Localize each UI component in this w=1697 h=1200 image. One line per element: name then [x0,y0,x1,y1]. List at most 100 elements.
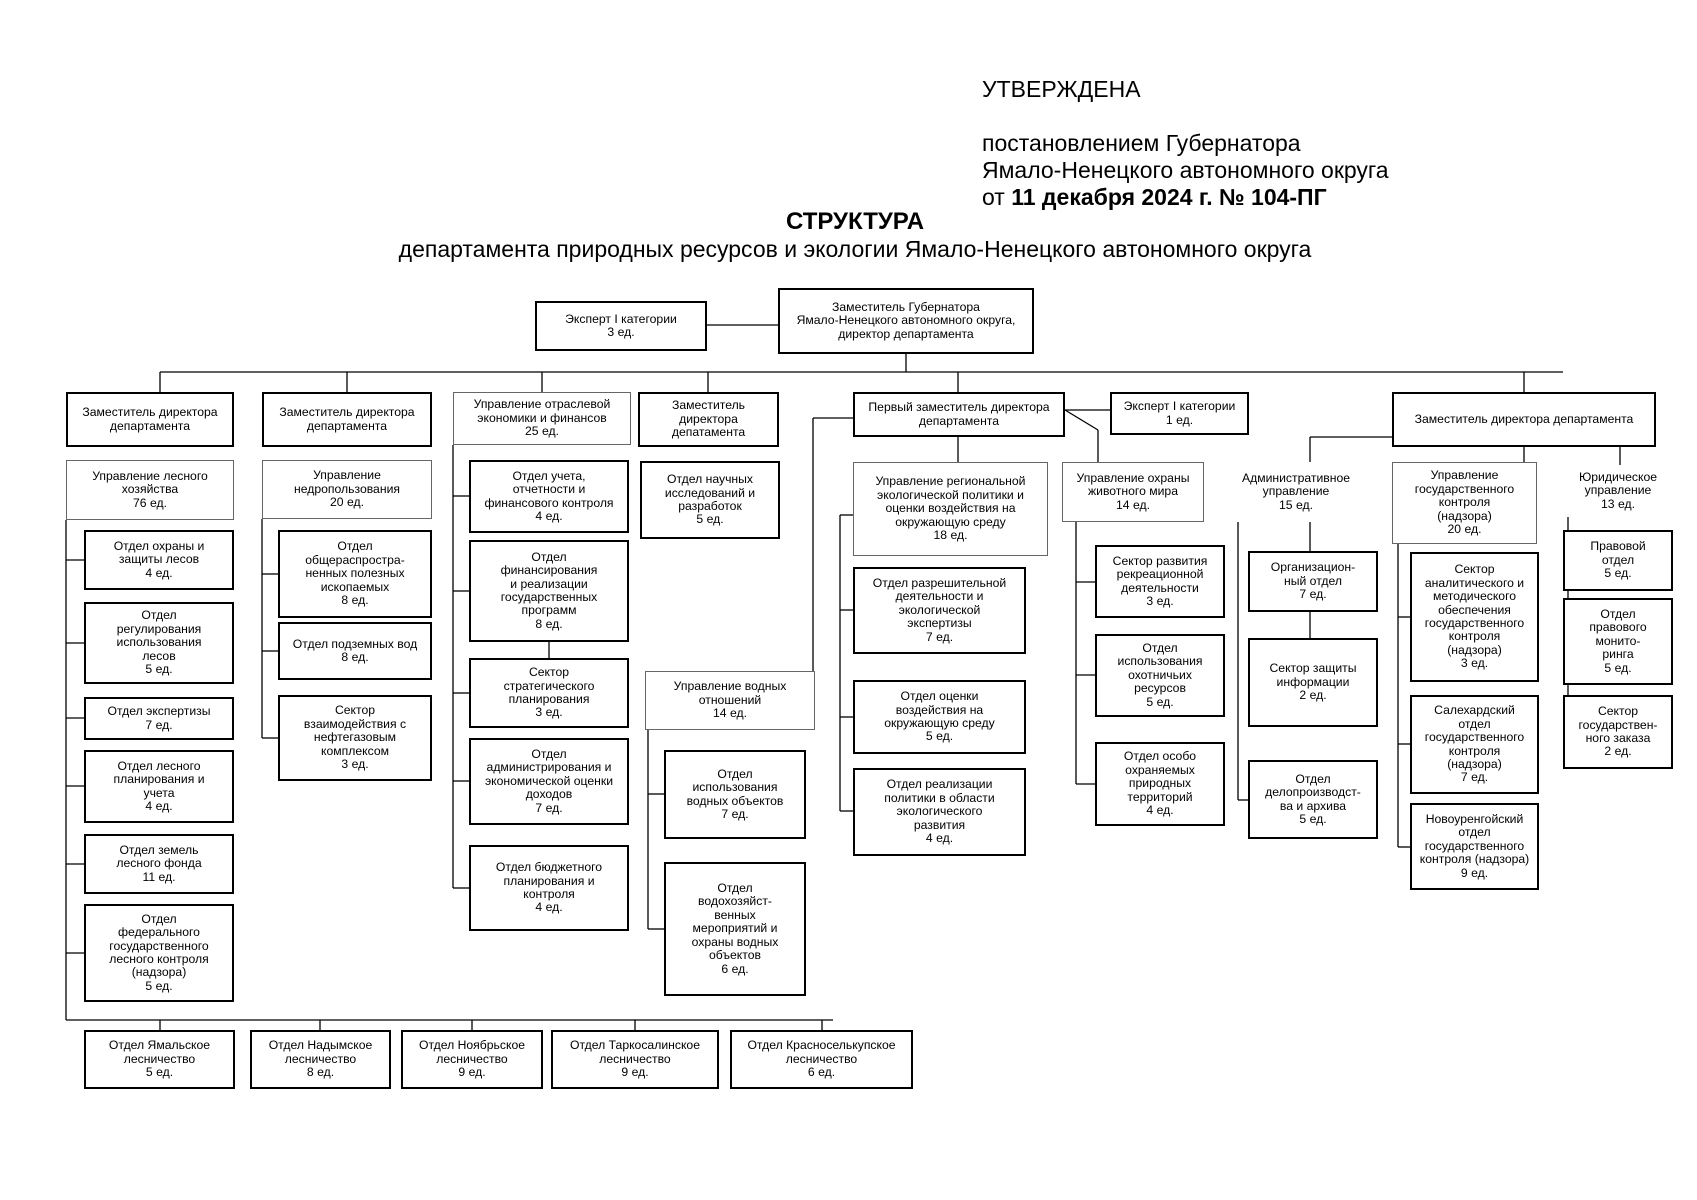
connector-line [1064,409,1099,431]
org-unit-staff-count: 3 ед. [607,325,635,339]
approval-date-prefix: от [982,184,1005,210]
org-unit-name: Сектор стратегического планирования [503,665,595,706]
org-unit-staff-count: 3 ед. [1460,656,1489,671]
approval-line-1: постановлением Губернатора [982,130,1301,156]
org-unit-staff-count: 13 ед. [1601,496,1635,511]
org-unit-staff-count: 2 ед. [1604,744,1632,759]
org-unit-ctrl-mgmt: Управление государственного контроля (на… [1392,462,1537,544]
org-unit-dep1: Заместитель директора департамента [66,392,234,447]
org-unit-name: Отдел финансирования и реализации госуда… [500,549,598,618]
org-unit-staff-count: 9 ед. [621,1065,649,1080]
org-unit-staff-count: 7 ед. [925,629,954,644]
org-unit-name: Заместитель Губернатора Ямало-Ненецкого … [796,299,1016,341]
org-unit-name: Отдел Ноябрьское лесничество [418,1038,526,1066]
org-unit-f6: Отдел федерального государственного лесн… [84,904,234,1002]
org-unit-staff-count: 4 ед. [925,831,954,846]
org-unit-e1: Отдел учета, отчетности и финансового ко… [469,460,629,533]
org-unit-staff-count: 3 ед. [341,757,369,772]
org-unit-name: Юридическое управление [1578,469,1658,498]
org-unit-c3: Новоуренгойский отдел государственного к… [1410,803,1539,890]
org-unit-staff-count: 14 ед. [1116,497,1150,512]
org-unit-name: Сектор аналитического и методического об… [1424,562,1525,657]
org-unit-name: Отдел Надымское лесничество [268,1038,373,1066]
org-unit-e2: Отдел финансирования и реализации госуда… [469,540,629,642]
org-unit-w2: Отдел водохозяйст- венных мероприятий и … [664,862,806,996]
org-unit-name: Сектор развития рекреационной деятельнос… [1112,553,1208,595]
org-unit-name: Отдел подземных вод [292,636,418,651]
org-unit-name: Заместитель директора департамента [279,405,415,433]
approval-heading: УТВЕРЖДЕНА [982,76,1141,102]
org-unit-staff-count: 3 ед. [1146,593,1174,608]
org-unit-staff-count: 76 ед. [133,495,167,510]
org-unit-staff-count: 1 ед. [1165,412,1194,427]
org-unit-name: Сектор государствен- ного заказа [1578,704,1658,745]
org-unit-staff-count: 11 ед. [142,869,176,884]
org-unit-name: Салехардский отдел государственного конт… [1424,703,1525,771]
org-unit-z1: Сектор развития рекреационной деятельнос… [1095,545,1225,618]
org-unit-name: Отдел использования охотничьих ресурсов [1117,640,1203,696]
org-unit-name: Административное управление [1241,470,1351,499]
org-unit-eco-mgmt: Управление региональной экологической по… [853,462,1048,556]
org-unit-staff-count: 7 ед. [535,800,563,815]
org-unit-name: Первый заместитель директора департамент… [868,400,1050,428]
org-unit-name: Отдел общераспростра- ненных полезных ис… [305,539,405,594]
org-unit-n3: Сектор взаимодействия с нефтегазовым ком… [278,695,432,781]
approval-date: от 11 декабря 2024 г. № 104-ПГ [982,184,1389,211]
org-unit-staff-count: 5 ед. [145,978,173,993]
org-unit-name: Эксперт I категории [565,311,677,326]
org-unit-n1: Отдел общераспростра- ненных полезных ис… [278,530,432,618]
org-unit-name: Заместитель директора департамента [1414,411,1634,426]
org-unit-r1: Отдел разрешительной деятельности и экол… [853,567,1026,654]
org-unit-staff-count: 7 ед. [145,717,173,732]
org-unit-r3: Отдел реализации политики в области экол… [853,768,1026,856]
org-unit-e4: Отдел администрирования и экономической … [469,738,629,825]
org-unit-name: Управление водных отношений [673,679,787,707]
org-unit-name: Отдел водохозяйст- венных мероприятий и … [691,881,779,963]
org-unit-staff-count: 8 ед. [535,616,563,631]
org-unit-name: Отдел оценки воздействия на окружающую с… [884,689,995,730]
org-unit-staff-count: 18 ед. [933,528,968,543]
org-unit-dep3: Заместитель директора депатамента [638,392,779,447]
org-unit-staff-count: 5 ед. [1299,811,1327,826]
org-unit-name: Сектор защиты информации [1269,661,1357,689]
org-unit-staff-count: 5 ед. [696,512,724,527]
org-unit-name: Отдел использования водных объектов [686,766,784,808]
org-unit-name: Отдел Красноселькупское лесничество [747,1038,896,1066]
org-unit-staff-count: 8 ед. [341,593,369,608]
document-subtitle: департамента природных ресурсов и эколог… [398,236,1312,262]
org-unit-name: Заместитель директора депатамента [671,398,746,440]
org-unit-econ-mgmt: Управление отраслевой экономики и финанс… [453,392,631,445]
org-unit-first-dep: Первый заместитель директора департамент… [853,392,1065,437]
document-title: СТРУКТУРА [785,208,925,235]
org-unit-name: Отдел правового монито- ринга [1589,606,1647,662]
org-unit-name: Сектор взаимодействия с нефтегазовым ком… [303,703,407,758]
org-unit-name: Отдел администрирования и экономической … [484,746,614,802]
org-unit-dep2: Заместитель директора департамента [262,392,432,447]
org-unit-staff-count: 2 ед. [1299,688,1327,703]
org-unit-staff-count: 9 ед. [1460,865,1489,880]
org-unit-staff-count: 5 ед. [1604,660,1632,675]
org-unit-name: Отдел регулирования использования лесов [116,608,202,663]
org-unit-name: Правовой отдел [1590,539,1646,567]
org-unit-staff-count: 4 ед. [145,565,173,580]
org-unit-name: Управление недропользования [294,468,400,496]
org-unit-name: Отдел Ямальское лесничество [108,1038,211,1066]
org-unit-staff-count: 7 ед. [1460,770,1489,785]
org-unit-name: Эксперт I категории [1123,399,1236,414]
org-unit-name: Управление лесного хозяйства [92,468,208,497]
org-unit-staff-count: 9 ед. [458,1065,486,1080]
